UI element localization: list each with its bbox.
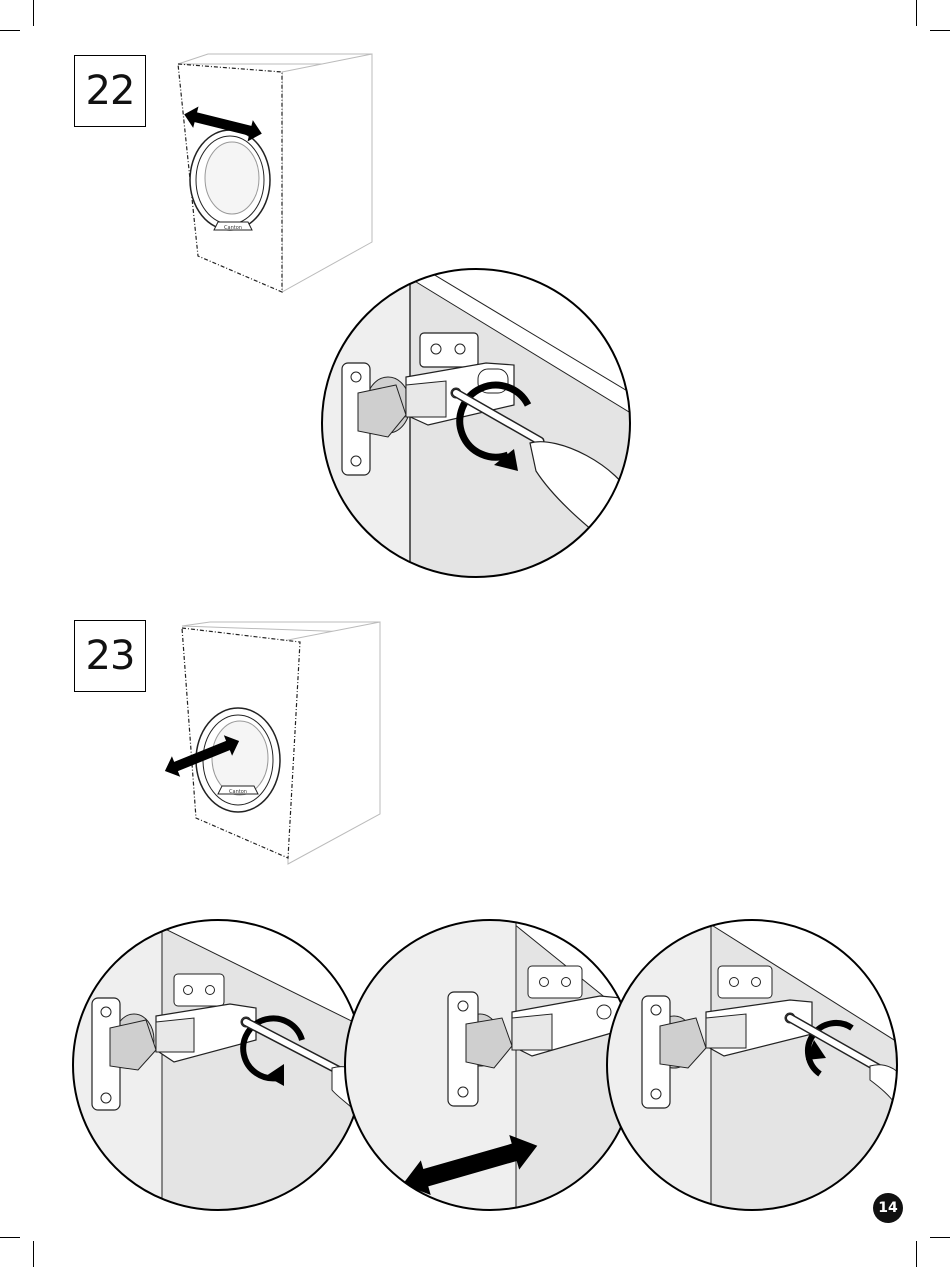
speaker-cabinet-illustration: Canton <box>160 618 390 878</box>
step-number-box: 22 <box>74 55 146 127</box>
brand-badge: Canton <box>214 222 252 231</box>
crop-mark-bottom-left <box>33 1241 34 1267</box>
step-number-box: 23 <box>74 620 146 692</box>
page-number-badge: 14 <box>873 1193 903 1223</box>
crop-mark-top-left-h <box>0 30 20 31</box>
brand-badge: Canton <box>218 786 258 795</box>
brand-badge-text: Canton <box>224 225 242 231</box>
brand-badge-text: Canton <box>229 789 247 795</box>
page-number: 14 <box>878 1200 897 1216</box>
hinge-detail-circles-row <box>70 900 910 1230</box>
step-number: 23 <box>86 633 135 679</box>
crop-mark-top-right-h <box>930 30 950 31</box>
step-number: 22 <box>86 68 135 114</box>
hinge-detail-circle <box>318 265 634 581</box>
crop-mark-bottom-left-h <box>0 1237 20 1238</box>
crop-mark-bottom-right-h <box>930 1237 950 1238</box>
crop-mark-top-right <box>916 0 917 26</box>
crop-mark-top-left <box>33 0 34 26</box>
crop-mark-bottom-right <box>916 1241 917 1267</box>
